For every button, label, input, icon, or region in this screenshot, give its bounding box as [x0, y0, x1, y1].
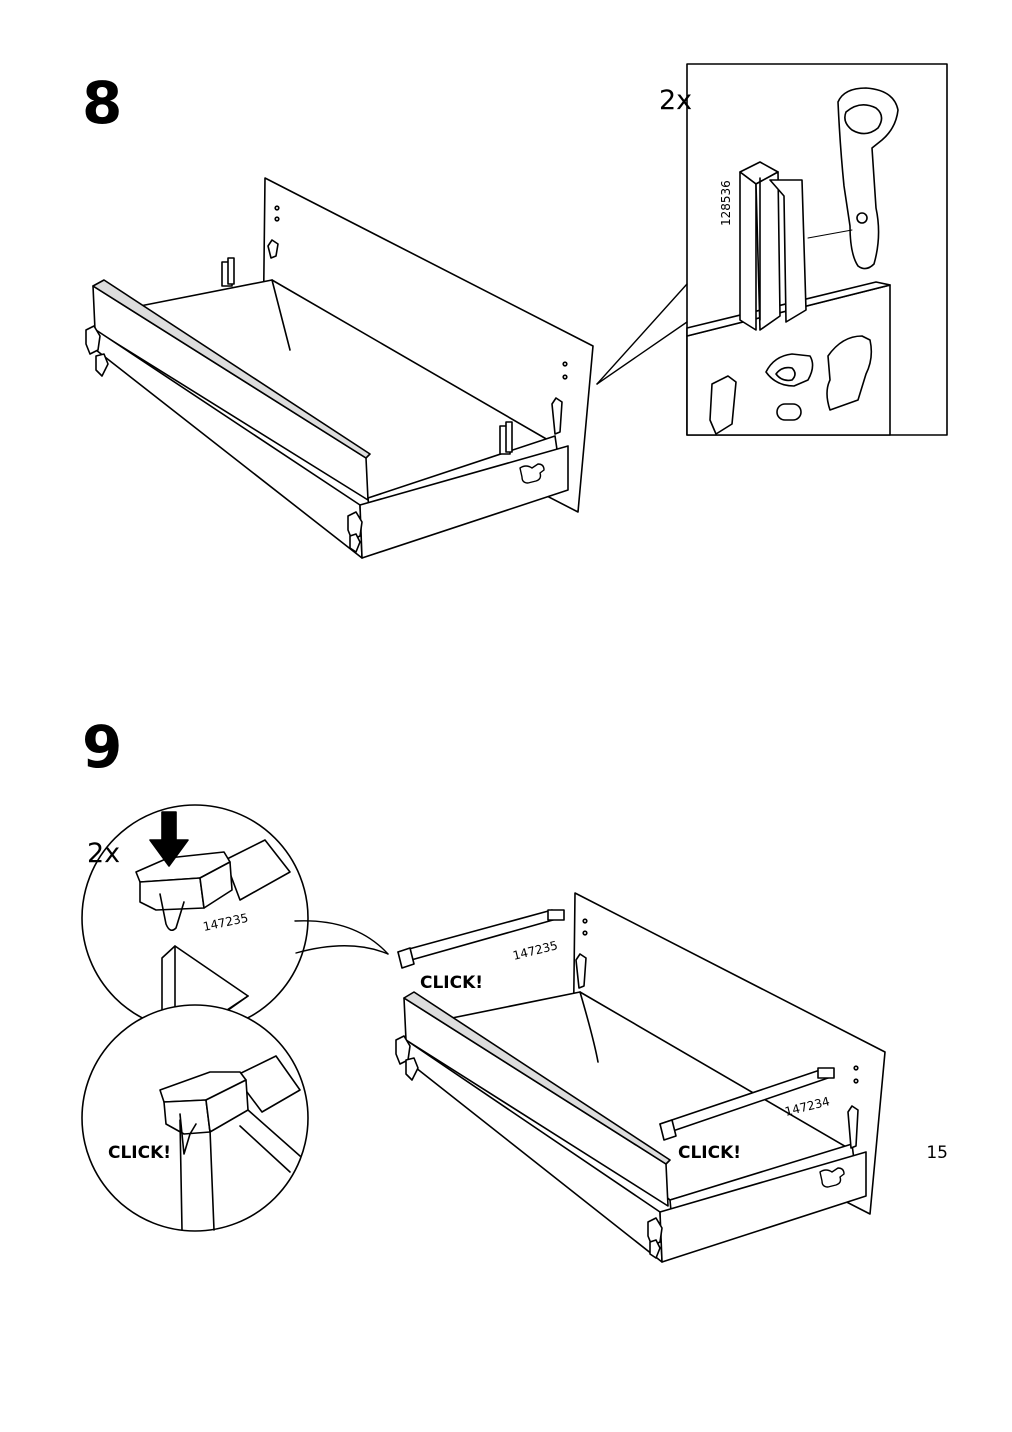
step-8-number: 8 — [82, 69, 123, 137]
step-8-quantity-label: 2x — [659, 85, 692, 116]
page-number: 15 — [926, 1143, 948, 1163]
front-rail-click-label: CLICK! — [678, 1143, 741, 1163]
step-9-number: 9 — [82, 713, 123, 781]
step-9-detail-circle-bottom — [81, 1004, 309, 1232]
cross-rail-back — [397, 909, 587, 989]
step-8-drawer-illustration — [85, 177, 594, 559]
back-rail-part-number: 147235 — [511, 938, 559, 963]
hook-part-128536 — [739, 161, 807, 331]
step-9-detail-click-label: CLICK! — [108, 1143, 171, 1163]
step-8-part-number: 128536 — [719, 180, 733, 226]
back-rail-click-label: CLICK! — [420, 973, 483, 993]
step-9-quantity-label: 2x — [87, 838, 120, 869]
rail-hook-back — [221, 257, 513, 455]
step-8-detail-inset — [596, 63, 948, 436]
clip-part — [837, 87, 899, 270]
down-arrow-icon — [149, 811, 189, 867]
cross-rail-front — [659, 1067, 859, 1149]
step-9-drawer-illustration — [395, 892, 886, 1263]
